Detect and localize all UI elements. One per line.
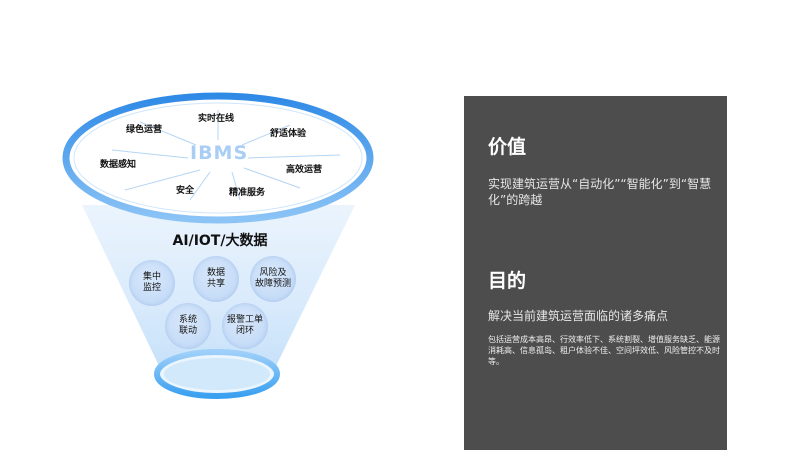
circle-alarm-ticket-loop: 报警工单 闭环 (222, 303, 268, 349)
band-label: AI/IOT/大数据 (172, 233, 268, 249)
radial-lines (111, 110, 341, 201)
value-text: 实现建筑运营从“自动化”“智能化”到“智慧化”的跨越 (488, 177, 712, 207)
top-ellipse-inner (73, 102, 363, 214)
circle-central-monitoring: 集中 监控 (129, 260, 175, 306)
ring-item-efficient-operation: 高效运营 (286, 165, 323, 175)
ring-item-data-sensing: 数据感知 (100, 160, 137, 170)
value-title: 价值 (488, 136, 527, 158)
circle-system-linkage: 系统 联动 (165, 303, 211, 349)
ibms-center-label: IBMS (190, 142, 249, 164)
ring-item-security: 安全 (176, 186, 195, 196)
ring-item-comfort: 舒适体验 (270, 129, 307, 139)
circle-risk-prediction: 风险及 故障预测 (250, 256, 296, 302)
bottom-ellipse-inner (164, 358, 270, 390)
ring-item-green-operation: 绿色运营 (126, 125, 163, 135)
info-panel: 价值 实现建筑运营从“自动化”“智能化”到“智慧化”的跨越 目的 解决当前建筑运… (464, 96, 727, 450)
ring-item-precise-service: 精准服务 (229, 188, 266, 198)
ring-item-realtime: 实时在线 (198, 114, 235, 124)
ibms-funnel-graphic (62, 92, 374, 399)
circle-data-sharing: 数据 共享 (193, 256, 239, 302)
goal-detail: 包括运营成本高昂、行效率低下、系统割裂、增值服务缺乏、能源消耗高、信息孤岛、租户… (488, 335, 720, 366)
goal-text: 解决当前建筑运营面临的诸多痛点 (488, 309, 669, 323)
goal-title: 目的 (488, 270, 527, 292)
